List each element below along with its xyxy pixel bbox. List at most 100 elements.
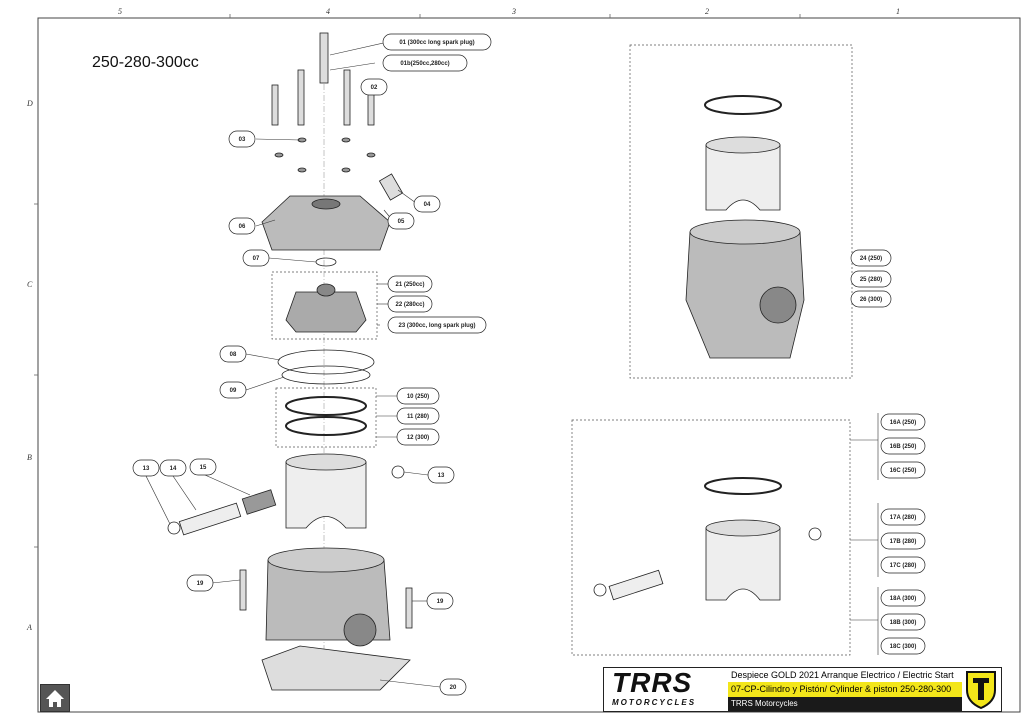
label-text: 17C (280) [890, 563, 917, 569]
spark-plug [319, 32, 329, 84]
part-label-08: 08 [219, 345, 247, 363]
label-bubble [159, 459, 187, 477]
part-label-03: 03 [228, 130, 256, 148]
label-bubble [427, 466, 455, 484]
label-bubble [880, 556, 926, 574]
label-bubble [219, 381, 247, 399]
label-text: 07 [253, 256, 260, 262]
ruler-col: 1 [896, 7, 900, 16]
part-label-12: 12 (300) [396, 428, 440, 446]
label-text: 19 [197, 581, 204, 587]
label-bubble [387, 295, 433, 313]
part-label-23: 23 (300cc, long spark plug) [387, 316, 487, 334]
part-label-17b: 17B (280) [880, 532, 926, 550]
home-button[interactable] [40, 684, 70, 712]
part-label-04: 04 [413, 195, 441, 213]
label-bubble [219, 345, 247, 363]
trrs-logo: TRRS MOTORCYCLES [612, 667, 697, 708]
piston-pin [178, 502, 242, 536]
shield-logo-icon [966, 671, 996, 710]
ruler-col: 3 [511, 7, 516, 16]
label-text: 14 [170, 466, 177, 472]
part-label-19b: 19 [426, 592, 454, 610]
label-text: 01b(250cc,280cc) [400, 61, 449, 67]
part-label-13b: 13 [427, 466, 455, 484]
label-bubble [360, 78, 388, 96]
part-labels: 01 (300cc long spark plug)01b(250cc,280c… [132, 33, 926, 696]
label-text: 21 (250cc) [395, 282, 424, 288]
washers [274, 137, 376, 173]
title-line-2: 07-CP-Cilindro y Pistón/ Cylinder & pist… [728, 682, 962, 697]
part-label-24: 24 (250) [850, 249, 892, 267]
part-label-25: 25 (280) [850, 270, 892, 288]
label-bubble [426, 592, 454, 610]
part-label-14: 14 [159, 459, 187, 477]
label-text: 09 [230, 388, 237, 394]
bolt-19 [405, 587, 413, 629]
label-text: 16C (250) [890, 468, 917, 474]
ring-10 [285, 396, 367, 416]
label-bubble [396, 407, 440, 425]
frame [37, 17, 1021, 713]
part-label-10: 10 (250) [396, 387, 440, 405]
label-bubble [382, 54, 468, 72]
label-text: 13 [143, 466, 150, 472]
label-text: 13 [438, 473, 445, 479]
ruler-row: C [27, 280, 33, 289]
ruler-row: B [27, 453, 32, 462]
page-title: 250-280-300cc [92, 54, 199, 71]
label-text: 18C (300) [890, 644, 917, 650]
part-label-09: 09 [219, 381, 247, 399]
ring-11 [285, 416, 367, 436]
part-label-21: 21 (250cc) [387, 275, 433, 293]
part-label-18b: 18B (300) [880, 613, 926, 631]
part-label-19a: 19 [186, 574, 214, 592]
label-bubble [382, 33, 492, 51]
part-label-22: 22 (280cc) [387, 295, 433, 313]
label-bubble [396, 428, 440, 446]
label-text: 17B (280) [890, 539, 917, 545]
label-bubble [850, 249, 892, 267]
label-bubble [880, 613, 926, 631]
label-text: 15 [200, 465, 207, 471]
title-line-3: TRRS Motorcycles [728, 697, 962, 711]
part-label-18c: 18C (300) [880, 637, 926, 655]
part-label-16c: 16C (250) [880, 461, 926, 479]
combustion-chamber [285, 291, 367, 333]
label-bubble [387, 316, 487, 334]
part-label-05: 05 [387, 212, 415, 230]
part-label-16b: 16B (250) [880, 437, 926, 455]
label-text: 03 [239, 137, 246, 143]
label-bubble [880, 508, 926, 526]
label-text: 26 (300) [860, 297, 882, 303]
label-bubble [880, 413, 926, 431]
ruler-ticks [34, 14, 801, 548]
label-text: 20 [450, 685, 457, 691]
leader-lines [145, 41, 879, 688]
label-text: 08 [230, 352, 237, 358]
part-label-18a: 18A (300) [880, 589, 926, 607]
label-bubble [413, 195, 441, 213]
label-text: 18A (300) [890, 596, 916, 602]
ruler-col: 5 [118, 7, 122, 16]
part-label-11: 11 (280) [396, 407, 440, 425]
needle-bearing [241, 489, 277, 515]
label-text: 18B (300) [890, 620, 917, 626]
parts-drawings [167, 32, 822, 691]
part-label-17a: 17A (280) [880, 508, 926, 526]
label-text: 05 [398, 219, 405, 225]
label-text: 10 (250) [407, 394, 429, 400]
label-text: 25 (280) [860, 277, 882, 283]
label-bubble [132, 459, 160, 477]
title-line-1: Despiece GOLD 2021 Arranque Electrico / … [731, 670, 954, 680]
gasket-09 [281, 365, 371, 385]
label-text: 11 (280) [407, 414, 429, 420]
label-text: 23 (300cc, long spark plug) [398, 323, 475, 329]
label-bubble [396, 387, 440, 405]
ruler-col: 4 [326, 7, 330, 16]
piston [285, 461, 367, 529]
label-bubble [387, 275, 433, 293]
part-label-02: 02 [360, 78, 388, 96]
